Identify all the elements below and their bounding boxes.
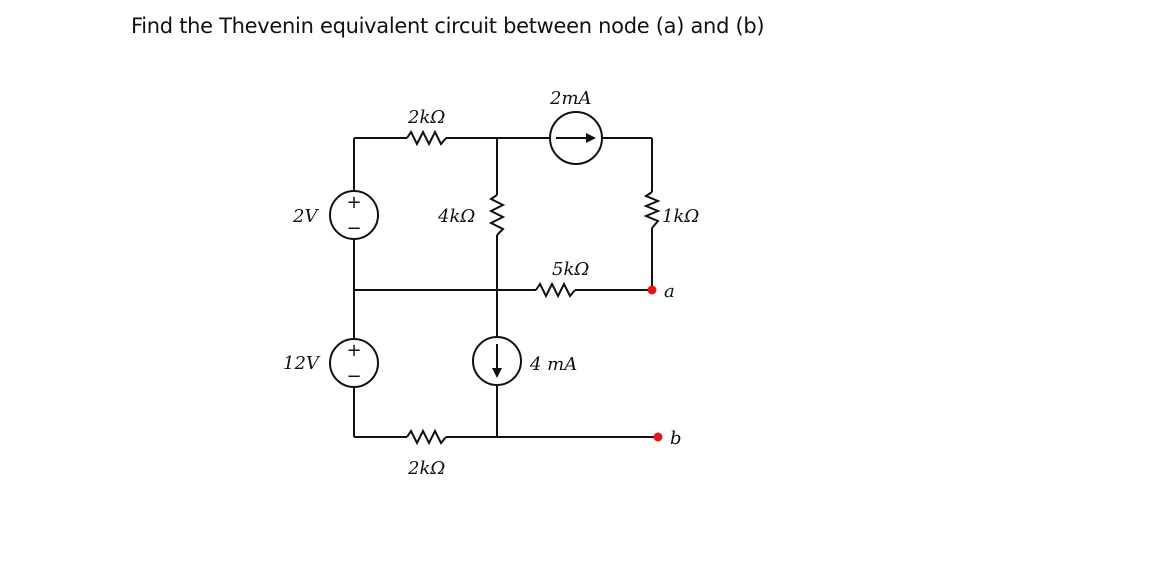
voltage-source-circle: [329, 338, 379, 388]
resistor-ab-5k: [535, 281, 576, 299]
current-source-2ma: [549, 111, 603, 165]
voltage-source-2v: + −: [329, 190, 379, 240]
arrowhead-right-icon: [586, 133, 596, 143]
plus-sign: +: [346, 192, 361, 213]
problem-statement: Find the Thevenin equivalent circuit bet…: [131, 14, 765, 38]
voltage-source-2v-label: 2V: [292, 206, 319, 227]
current-source-circle: [472, 336, 522, 386]
terminal-b-label: b: [670, 428, 682, 449]
current-source-4ma-label: 4 mA: [529, 354, 577, 375]
resistor-bottom-label: 2kΩ: [407, 458, 445, 479]
minus-sign: −: [346, 366, 361, 387]
wires: [353, 137, 657, 438]
voltage-source-12v-label: 12V: [283, 353, 321, 374]
minus-sign: −: [346, 218, 361, 239]
resistor-right-1k: [643, 191, 661, 229]
resistor-mid-4k: [488, 194, 506, 236]
terminal-a: [647, 285, 657, 295]
arrowhead-down-icon: [492, 368, 502, 378]
resistor-ab-label: 5kΩ: [552, 259, 589, 280]
voltage-source-circle: [329, 190, 379, 240]
resistor-top-2k: [406, 129, 447, 147]
resistor-right-label: 1kΩ: [662, 206, 699, 227]
current-source-circle: [549, 111, 603, 165]
resistor-top-label: 2kΩ: [407, 107, 445, 128]
terminal-a-label: a: [664, 281, 675, 302]
resistor-mid-label: 4kΩ: [437, 206, 475, 227]
current-source-4ma: [472, 336, 522, 386]
resistor-bottom-2k: [406, 428, 447, 446]
current-source-2ma-label: 2mA: [549, 88, 592, 109]
plus-sign: +: [346, 340, 361, 361]
terminal-b: [653, 432, 663, 442]
voltage-source-12v: + −: [329, 338, 379, 388]
